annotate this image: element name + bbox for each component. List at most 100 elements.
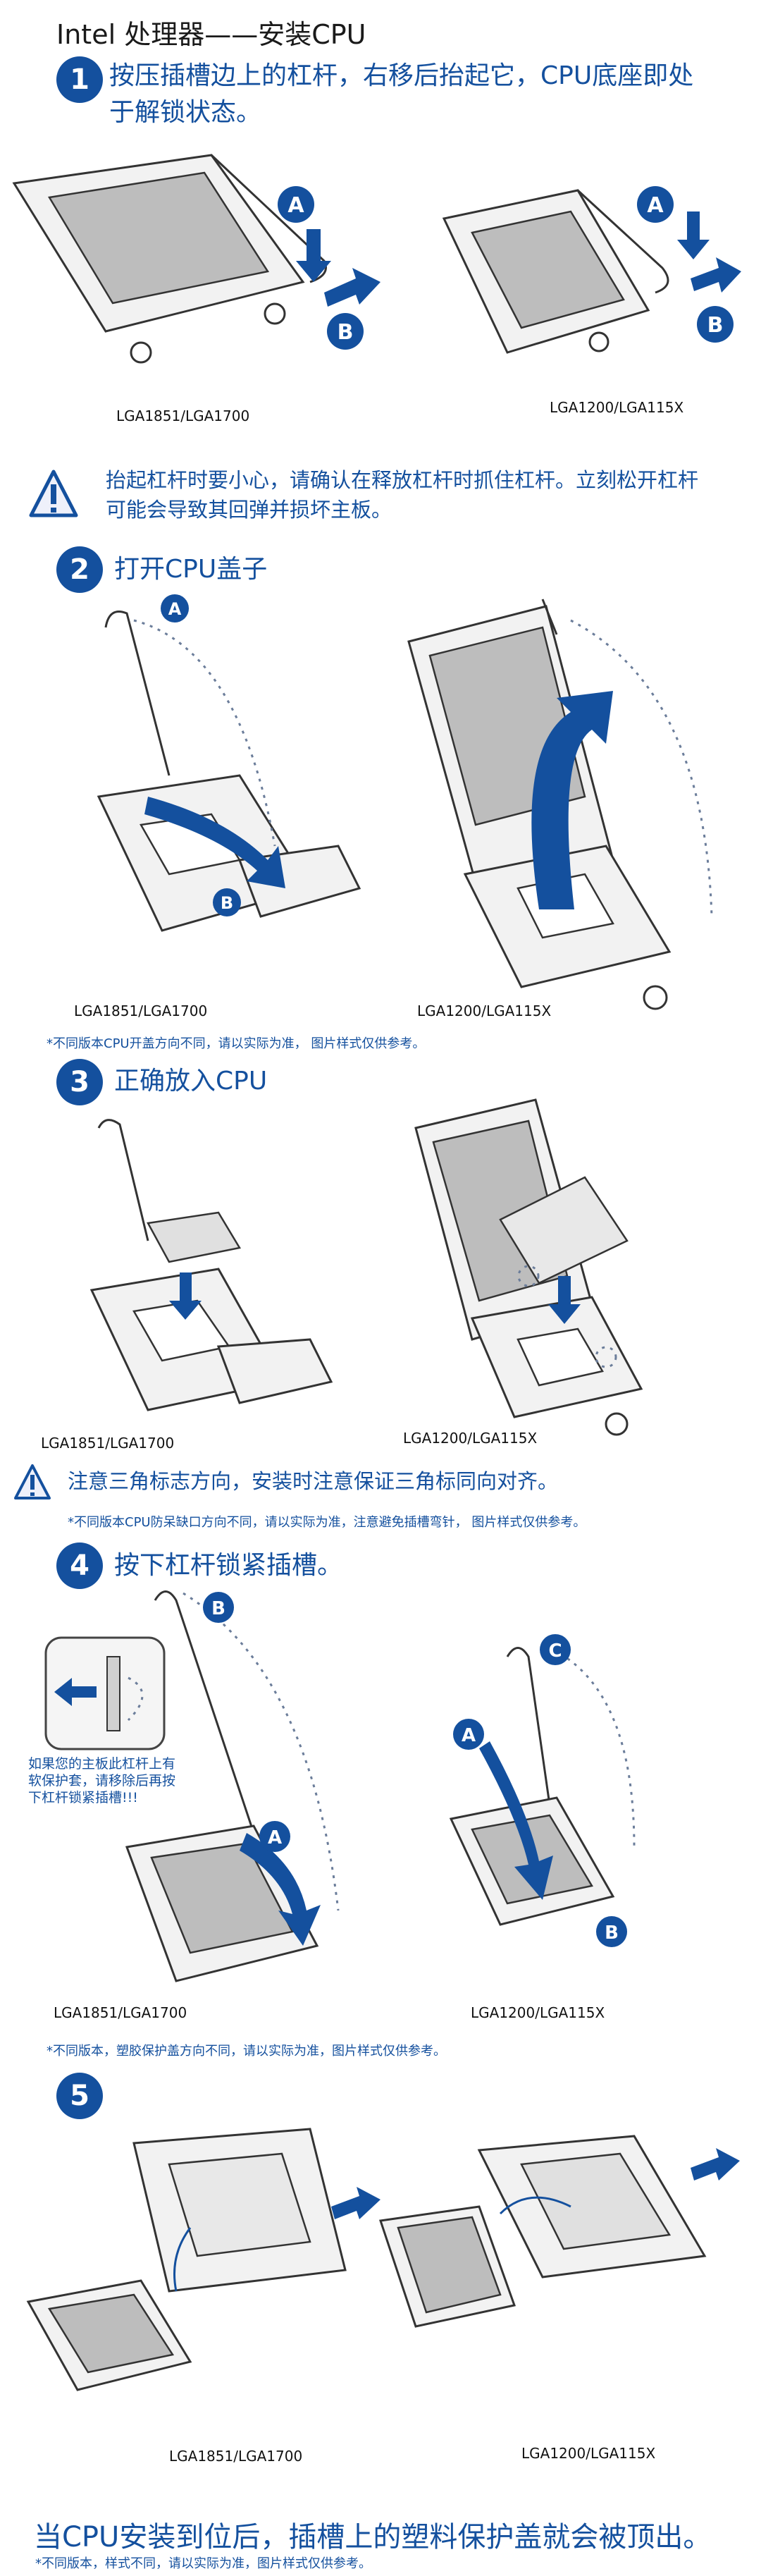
callout-c: C	[540, 1634, 571, 1665]
step-5-left-illustration	[26, 2128, 380, 2391]
svg-text:C: C	[548, 1640, 562, 1662]
inset-note-line-3: 下杠杆锁紧插槽!!!	[28, 1790, 138, 1805]
alignment-mark	[595, 1346, 617, 1368]
callout-b: B	[213, 888, 241, 916]
svg-text:B: B	[605, 1922, 619, 1944]
svg-text:A: A	[168, 599, 182, 619]
svg-text:B: B	[221, 893, 233, 913]
socket-cover	[47, 171, 270, 305]
step-3-left-caption: LGA1851/LGA1700	[41, 1435, 175, 1452]
callout-a: A	[259, 1821, 290, 1852]
bottom-note: *不同版本，样式不同，请以实际为准，图片样式仅供参考。	[35, 2556, 371, 2571]
callout-b: B	[203, 1592, 234, 1623]
step-2-right-caption: LGA1200/LGA115X	[417, 1002, 552, 1019]
svg-text:B: B	[338, 320, 354, 345]
inset-note-line-2: 软保护套，请移除后再按	[28, 1773, 176, 1789]
arrow-left-icon	[54, 1678, 97, 1706]
cpu-chip	[499, 1176, 629, 1284]
open-arrow-icon	[531, 691, 613, 909]
step-5-left-caption: LGA1851/LGA1700	[169, 2448, 303, 2465]
step-1-left-caption: LGA1851/LGA1700	[116, 407, 250, 424]
triangle-warning: 注意三角标志方向，安装时注意保证三角标同向对齐。	[68, 1469, 559, 1493]
callout-a: A	[453, 1719, 484, 1750]
step-2-left-illustration: A B	[97, 594, 361, 932]
socket-cover	[471, 210, 625, 329]
socket-cover	[150, 1842, 294, 1954]
step-3-right-illustration	[414, 1098, 643, 1436]
step-1-line-2: 于解锁状态。	[109, 98, 262, 127]
step-1-line-1: 按压插槽边上的杠杆，右移后抬起它，CPU底座即处	[109, 61, 694, 90]
step-4-right-caption: LGA1200/LGA115X	[471, 2004, 605, 2021]
step-4-left-illustration: B A	[125, 1590, 340, 1982]
screw	[643, 985, 668, 1010]
arrow-right-b-icon	[691, 257, 741, 293]
arrow-down-a-icon	[296, 229, 331, 282]
socket-lever	[154, 1590, 255, 1834]
down-arrow-icon	[548, 1276, 581, 1324]
step-4-inset-note: 如果您的主板此杠杆上有 软保护套，请移除后再按 下杠杆锁紧插槽!!!	[28, 1755, 175, 1806]
svg-text:A: A	[287, 193, 304, 218]
open-arrow-icon	[144, 797, 285, 888]
svg-text:A: A	[462, 1725, 476, 1746]
svg-text:B: B	[211, 1598, 225, 1619]
step-1-right-illustration: A B	[442, 186, 741, 354]
socket-load-plate	[216, 1338, 333, 1404]
lever-warning-line-1: 抬起杠杆时要小心，请确认在释放杠杆时抓住杠杆。立刻松开杠杆	[106, 468, 699, 492]
step-4-text: 按下杠杆锁紧插槽。	[114, 1551, 343, 1580]
step-4-right-illustration: A C B	[449, 1634, 636, 1947]
socket-lever	[104, 611, 171, 776]
press-arrow-icon	[479, 1741, 553, 1900]
lever-sleeve-inset	[44, 1636, 166, 1750]
step-2-left-caption: LGA1851/LGA1700	[74, 1002, 208, 1019]
callout-b: B	[596, 1916, 627, 1947]
step-3-text: 正确放入CPU	[114, 1067, 268, 1096]
eject-arrow-icon	[499, 2196, 571, 2215]
step-2-note: *不同版本CPU开盖方向不同，请以实际为准， 图片样式仅供参考。	[47, 1036, 426, 1051]
step-1-right-caption: LGA1200/LGA115X	[550, 399, 684, 416]
svg-text:B: B	[707, 313, 724, 338]
socket-pins	[516, 1327, 604, 1387]
svg-text:A: A	[268, 1827, 282, 1848]
arrow-left-icon	[691, 2148, 740, 2181]
alignment-mark	[517, 1265, 540, 1287]
step-2-number: 2	[56, 546, 103, 593]
step-5-right-illustration	[379, 2135, 740, 2328]
down-arrow-icon	[169, 1272, 202, 1320]
step-4-note: *不同版本，塑胶保护盖方向不同，请以实际为准，图片样式仅供参考。	[47, 2044, 446, 2059]
svg-text:A: A	[647, 193, 664, 218]
callout-a: A	[161, 594, 189, 622]
press-arrow-icon	[240, 1833, 321, 1946]
arrow-left-icon	[331, 2187, 380, 2219]
arrow-right-b-icon	[324, 268, 380, 307]
cpu-chip	[168, 2152, 311, 2257]
screw	[130, 341, 152, 364]
screw	[605, 1412, 629, 1436]
screw	[264, 302, 286, 325]
callout-a: A	[278, 186, 314, 223]
callout-a: A	[637, 186, 674, 223]
swing-path	[570, 619, 713, 917]
inset-note-line-1: 如果您的主板此杠杆上有	[28, 1756, 176, 1772]
step-1-text: 按压插槽边上的杠杆，右移后抬起它，CPU底座即处 于解锁状态。	[109, 58, 693, 131]
socket-lever	[506, 1647, 565, 1904]
arrow-down-a-icon	[677, 211, 710, 259]
eject-arrow-icon	[173, 2227, 192, 2292]
swing-path	[133, 619, 276, 847]
screw	[588, 331, 610, 352]
step-5-number: 5	[56, 2073, 103, 2119]
bottom-summary: 当CPU安装到位后，插槽上的塑料保护盖就会被顶出。	[34, 2521, 712, 2553]
step-4-left-caption: LGA1851/LGA1700	[54, 2004, 187, 2021]
lever-warning: 抬起杠杆时要小心，请确认在释放杠杆时抓住杠杆。立刻松开杠杆 可能会导致其回弹并损…	[106, 465, 698, 525]
cpu-chip	[520, 2152, 672, 2250]
step-2-right-illustration	[407, 599, 713, 1010]
step-2-text: 打开CPU盖子	[114, 555, 268, 584]
socket-lever	[97, 1119, 149, 1241]
socket-lever	[576, 189, 669, 294]
step-1-left-illustration: A B	[12, 154, 380, 364]
step-3-number: 3	[56, 1059, 103, 1105]
callout-b: B	[327, 313, 364, 350]
warning-triangle-icon	[14, 1464, 51, 1499]
callout-b: B	[697, 306, 734, 343]
warning-triangle-icon	[29, 470, 78, 517]
step-5-right-caption: LGA1200/LGA115X	[521, 2445, 656, 2462]
